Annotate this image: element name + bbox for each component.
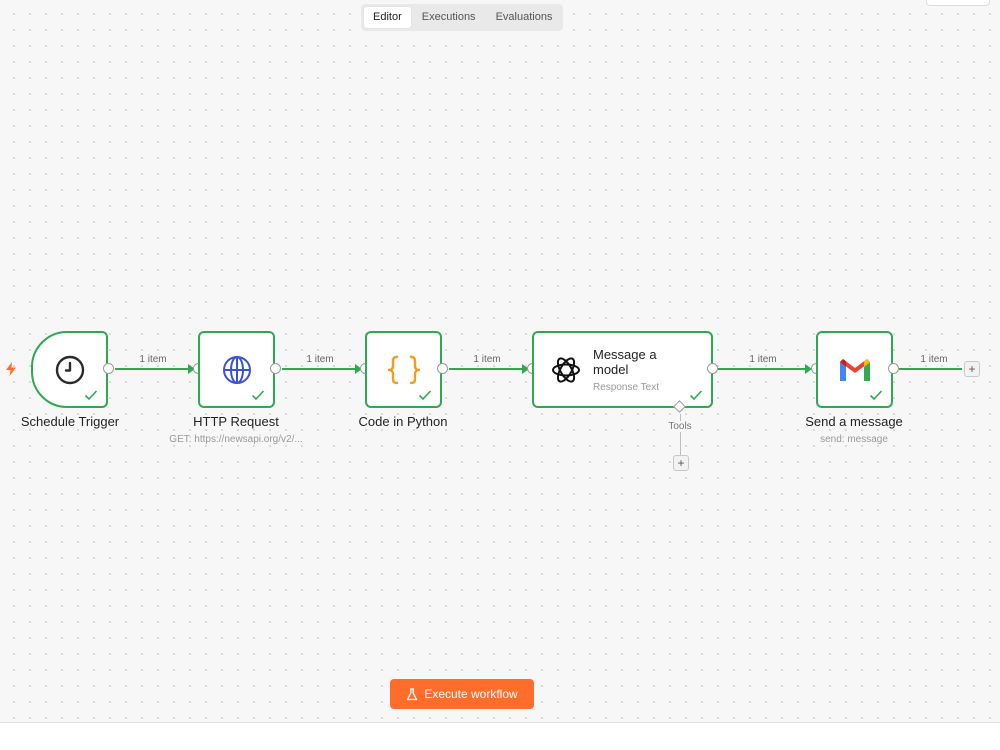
clock-icon [55, 355, 85, 385]
success-check-icon [251, 390, 265, 401]
node-schedule-trigger[interactable] [31, 331, 108, 408]
node-message-model[interactable] [532, 331, 713, 408]
edge-http-code[interactable] [282, 368, 357, 370]
edge-gmail-out[interactable] [899, 368, 962, 370]
view-tabs: Editor Executions Evaluations [361, 4, 563, 31]
add-tool-button[interactable]: + [673, 455, 689, 471]
node-send-message[interactable] [816, 331, 893, 408]
success-check-icon [418, 390, 432, 401]
edge-label: 1 item [139, 354, 167, 365]
edge-label: 1 item [920, 354, 948, 365]
edge-code-model[interactable] [449, 368, 524, 370]
edge-label: 1 item [306, 354, 334, 365]
top-right-control[interactable] [926, 0, 990, 6]
edge-model-gmail[interactable] [718, 368, 807, 370]
node-code-python[interactable] [365, 331, 442, 408]
edge-arrow [355, 364, 362, 374]
bottom-bar [0, 723, 1000, 750]
output-handle[interactable] [888, 363, 899, 374]
output-handle[interactable] [437, 363, 448, 374]
openai-icon [550, 354, 582, 391]
node-title: Message a model [593, 347, 657, 377]
add-node-after-button[interactable]: + [964, 361, 980, 377]
globe-icon [221, 354, 253, 386]
output-handle[interactable] [707, 363, 718, 374]
edge-label: 1 item [473, 354, 501, 365]
tab-executions[interactable]: Executions [421, 11, 476, 23]
node-title: Code in Python [358, 414, 448, 429]
curly-braces-icon [387, 355, 421, 385]
success-check-icon [689, 390, 703, 401]
node-title: HTTP Request [193, 414, 279, 429]
tab-evaluations[interactable]: Evaluations [495, 11, 553, 23]
edge-schedule-http[interactable] [115, 368, 190, 370]
node-subtitle: Response Text [593, 382, 659, 393]
node-subtitle: GET: https://newsapi.org/v2/... [169, 434, 303, 445]
execute-workflow-button[interactable]: Execute workflow [390, 679, 534, 709]
success-check-icon [869, 390, 883, 401]
edge-arrow [805, 364, 812, 374]
node-title: Schedule Trigger [20, 414, 120, 429]
node-title: Send a message [805, 414, 903, 429]
node-http-request[interactable] [198, 331, 275, 408]
flask-icon [407, 687, 418, 700]
tools-label: Tools [666, 421, 694, 432]
success-check-icon [84, 390, 98, 401]
gmail-icon [838, 357, 872, 383]
trigger-bolt-icon [6, 362, 16, 376]
output-handle[interactable] [103, 363, 114, 374]
tools-connector-line [680, 414, 681, 456]
edge-arrow [188, 364, 195, 374]
execute-workflow-label: Execute workflow [424, 687, 518, 701]
node-subtitle: send: message [820, 434, 888, 445]
edge-arrow [522, 364, 529, 374]
edge-label: 1 item [749, 354, 777, 365]
output-handle[interactable] [270, 363, 281, 374]
tab-editor[interactable]: Editor [364, 7, 411, 28]
